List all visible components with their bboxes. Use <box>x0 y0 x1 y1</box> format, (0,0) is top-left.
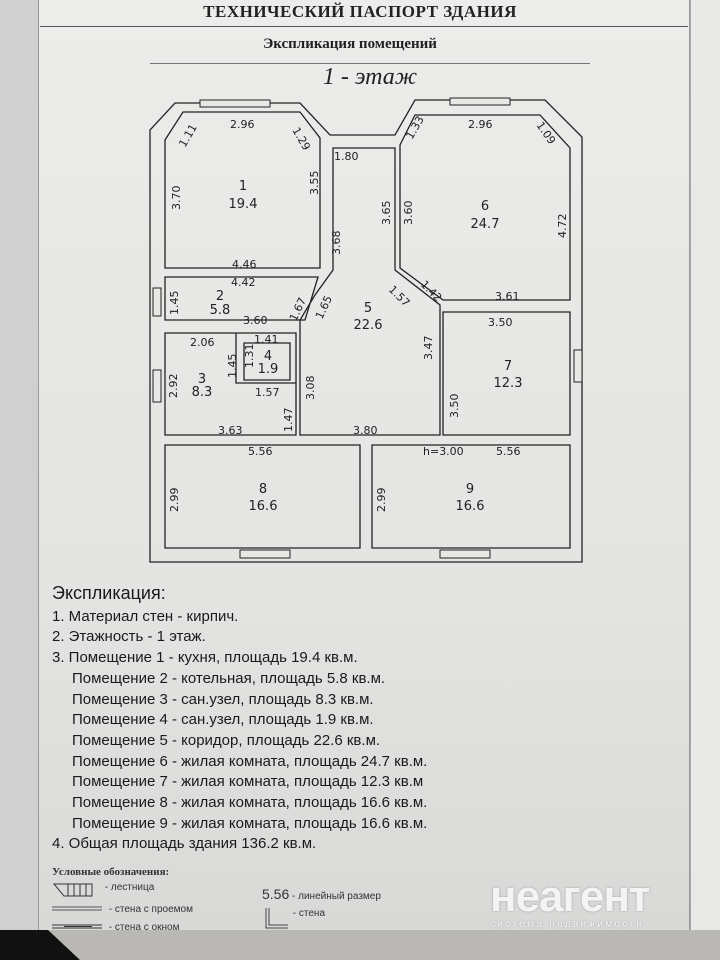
dimension: 2.96 <box>230 118 255 131</box>
wall-corner-icon <box>265 908 288 929</box>
legend-wall: - стена <box>292 908 326 919</box>
dimension: 1.57 <box>255 386 280 399</box>
dimension: 1.45 <box>168 291 181 316</box>
list-item: Помещение 5 - коридор, площадь 22.6 кв.м… <box>72 731 381 749</box>
room-number: 6 <box>481 199 489 214</box>
room-area: 16.6 <box>249 499 278 514</box>
dimension: 1.41 <box>254 333 279 346</box>
document-page <box>38 0 690 950</box>
dimension: 3.80 <box>353 424 378 437</box>
room-number: 4 <box>264 349 272 364</box>
dimension: 3.63 <box>218 424 243 437</box>
wall-window-icon <box>52 924 102 929</box>
dimension: 5.56 <box>248 445 273 458</box>
room-number: 9 <box>466 482 474 497</box>
dimension: 4.72 <box>556 214 569 239</box>
adjacent-page <box>690 0 720 960</box>
list-item: Помещение 8 - жилая комната, площадь 16.… <box>72 794 428 812</box>
list-item: 1. Материал стен - кирпич. <box>52 607 239 625</box>
dimension: 1.11 <box>176 122 200 150</box>
floor-label: 1 - этаж <box>150 63 590 94</box>
room-area: 1.9 <box>258 362 279 377</box>
room-number: 3 <box>198 372 206 387</box>
dimension: 3.65 <box>380 201 393 226</box>
dimension: 5.56 <box>496 445 521 458</box>
list-item: 4. Общая площадь здания 136.2 кв.м. <box>52 835 317 853</box>
room-number: 2 <box>216 289 224 304</box>
legend-stairs: - лестница <box>104 882 155 893</box>
dimension: 1.29 <box>289 125 313 153</box>
dimension: 2.06 <box>190 336 215 349</box>
section-title: Экспликация помещений <box>263 36 437 52</box>
room-area: 22.6 <box>354 318 383 333</box>
list-item: Помещение 6 - жилая комната, площадь 24.… <box>72 752 428 770</box>
watermark-tagline: система недвижимости <box>490 919 645 930</box>
legend-dim-sample: 5.56 <box>262 886 290 902</box>
dimension: 3.70 <box>170 186 183 211</box>
room-area: 19.4 <box>229 197 258 212</box>
dimension: 1.31 <box>243 344 256 369</box>
dimension: 1.33 <box>403 114 427 142</box>
dimension: 2.99 <box>168 488 181 513</box>
room-area: 24.7 <box>471 217 500 232</box>
list-item: Помещение 9 - жилая комната, площадь 16.… <box>72 814 428 832</box>
document-title: ТЕХНИЧЕСКИЙ ПАСПОРТ ЗДАНИЯ <box>203 2 517 21</box>
room-area: 16.6 <box>456 499 485 514</box>
dimension: 3.50 <box>448 394 461 419</box>
dimension: 1.57 <box>386 283 413 310</box>
dimension: 2.96 <box>468 118 493 131</box>
explication: Экспликация: 1. Материал стен - кирпич. … <box>52 583 427 855</box>
room-number: 1 <box>239 179 247 194</box>
dimension: 4.42 <box>231 276 256 289</box>
floor-plan: 2.96 1.11 1.29 3.70 3.55 3.68 4.46 1.80 … <box>149 97 583 563</box>
room-area: 8.3 <box>192 385 213 400</box>
legend-title: Условные обозначения: <box>52 866 170 878</box>
list-item: Помещение 7 - жилая комната, площадь 12.… <box>72 773 424 791</box>
dimension: 3.08 <box>304 376 317 401</box>
explication-title: Экспликация: <box>52 583 166 603</box>
dimension: 1.80 <box>334 150 359 163</box>
list-item: Помещение 4 - сан.узел, площадь 1.9 кв.м… <box>72 711 374 729</box>
dimension: 3.61 <box>495 290 520 303</box>
dimension: 2.92 <box>167 374 180 399</box>
dimension: 2.99 <box>375 488 388 513</box>
dimension: 1.47 <box>282 408 295 433</box>
dimension: 3.68 <box>330 231 343 256</box>
list-item: 3. Помещение 1 - кухня, площадь 19.4 кв.… <box>52 649 358 667</box>
watermark-brand: неагент <box>490 872 650 921</box>
dimension: 3.50 <box>488 316 513 329</box>
list-item: Помещение 3 - сан.узел, площадь 8.3 кв.м… <box>72 690 374 708</box>
dimension: 3.60 <box>402 201 415 226</box>
room-area: 12.3 <box>494 376 523 391</box>
dimension: 3.55 <box>308 171 321 196</box>
dimension: 3.47 <box>422 336 435 361</box>
room-area: 5.8 <box>210 303 231 318</box>
watermark-logo: неагент система недвижимости <box>490 872 650 931</box>
list-item: Помещение 2 - котельная, площадь 5.8 кв.… <box>72 669 386 687</box>
stairs-icon <box>52 883 93 897</box>
list-item: 2. Этажность - 1 этаж. <box>52 628 206 646</box>
room-number: 8 <box>259 482 267 497</box>
legend-wall-opening: - стена с проемом <box>108 904 193 915</box>
divider <box>40 26 688 27</box>
dimension: 4.46 <box>232 258 257 271</box>
dimension: 1.65 <box>313 294 335 322</box>
legend-wall-window: - стена с окном <box>108 922 180 933</box>
room-number: 7 <box>504 359 512 374</box>
dimension: 1.09 <box>534 119 559 147</box>
ceiling-height: h=3.00 <box>423 445 464 458</box>
dimension: 1.45 <box>226 354 239 379</box>
wall-opening-icon <box>52 906 102 911</box>
legend-dim-label: - линейный размер <box>292 891 381 902</box>
dimension: 3.60 <box>243 314 268 327</box>
photo-bottom-edge <box>0 930 720 960</box>
legend: Условные обозначения: - лестница - стена… <box>52 866 381 933</box>
room-number: 5 <box>364 301 372 316</box>
